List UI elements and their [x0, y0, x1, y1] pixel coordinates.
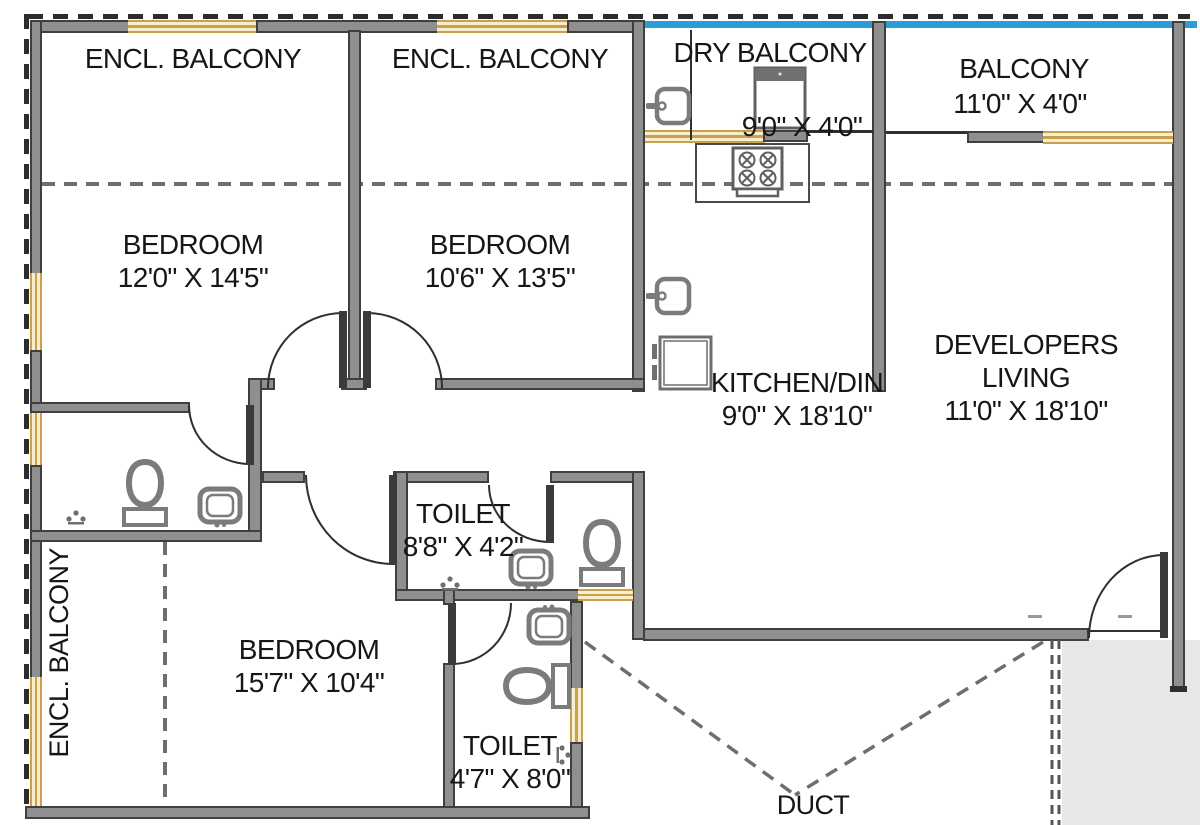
water-heater-icon: [753, 66, 807, 130]
wall-bottom: [25, 806, 590, 819]
room-label-encl-balcony-1: ENCL. BALCONY: [84, 43, 302, 74]
wall-corridor-south-1: [262, 471, 305, 483]
washbasin-icon: [508, 548, 554, 592]
threshold-tick-1: [1028, 615, 1042, 618]
bedroom3-door-leaf: [389, 475, 397, 565]
bathroom-door-arc: [188, 405, 250, 465]
room-dims: 10'6" X 13'5": [424, 262, 576, 294]
main-entry-door-leaf: [1160, 552, 1168, 638]
window-left-sidebalcony: [30, 677, 42, 808]
room-dims: 15'7" X 10'4": [233, 667, 385, 699]
room-dims: 12'0" X 14'5": [117, 262, 269, 294]
window-balcony2-top: [437, 20, 569, 33]
window-balcony1-top: [128, 20, 258, 33]
bedroom2-door-arc: [367, 312, 443, 388]
kitchen-counter: [695, 143, 810, 203]
room-label-toilet-1: TOILET 8'8" X 4'2": [403, 497, 524, 563]
window-left-bath: [30, 405, 42, 467]
plot-boundary-top: [28, 14, 1190, 19]
room-name-line2: LIVING: [981, 362, 1071, 394]
wall-right-outer: [1172, 21, 1185, 691]
refrigerator-icon: [650, 334, 714, 392]
toilet-wc-icon: [121, 458, 169, 530]
side-balcony-dashed-line: [163, 542, 167, 806]
room-dims: 9'0" X 18'10": [721, 400, 873, 432]
wall-bedroom-divider: [348, 30, 361, 390]
wall-living-bottom: [643, 628, 1089, 641]
room-dims-dry-balcony: 9'0" X 4'0": [741, 111, 863, 142]
floor-trap-icon: [555, 743, 573, 767]
toilet-wc-icon: [502, 662, 574, 710]
room-name-line1: DEVELOPERS: [934, 329, 1118, 360]
floor-trap-icon: [438, 574, 462, 592]
balcony-enclosure-dashed-line: [42, 182, 1172, 186]
bathroom-door-leaf: [246, 405, 254, 465]
gas-stove-icon: [731, 146, 784, 199]
room-label-dry-balcony: DRY BALCONY: [673, 37, 867, 68]
room-label-encl-balcony-2: ENCL. BALCONY: [391, 43, 609, 74]
room-dims: 11'0" X 18'10": [944, 395, 1108, 427]
bedroom1-door-arc: [267, 312, 343, 388]
plot-boundary-left: [24, 14, 29, 814]
bedroom2-door-leaf: [363, 311, 371, 388]
room-dims: 4'7" X 8'0": [449, 763, 571, 795]
window-toilet2-east: [570, 688, 583, 744]
room-dims-balcony: 11'0" X 4'0": [953, 88, 1087, 119]
wall-drybalcony-stub: [763, 130, 808, 142]
wall-corridor-south-3: [550, 471, 645, 483]
bedroom3-door-arc: [305, 475, 393, 565]
washbasin-icon: [526, 602, 572, 646]
room-label-encl-balcony-side: ENCL. BALCONY: [44, 548, 74, 758]
main-entry-door-arc: [1088, 554, 1164, 638]
wall-corridor-north-3: [435, 378, 645, 390]
toilet2-door-leaf: [448, 603, 456, 665]
toilet1-door-leaf: [546, 485, 554, 543]
room-name: TOILET: [463, 730, 558, 761]
room-name: BEDROOM: [122, 229, 264, 260]
room-name: BEDROOM: [429, 229, 571, 260]
room-dims: 8'8" X 4'2": [402, 531, 524, 563]
washbasin-icon: [197, 486, 243, 530]
room-label-bedroom-3: BEDROOM 15'7" X 10'4": [233, 633, 385, 699]
wall-balcony-stub: [967, 131, 1045, 143]
room-label-living: DEVELOPERS LIVING 11'0" X 18'10": [934, 328, 1118, 427]
kitchen-sink-icon: [646, 276, 692, 316]
window-left-1: [30, 273, 42, 352]
window-drybalcony-sill: [645, 130, 765, 143]
kitchen-sink-icon: [646, 86, 692, 126]
room-label-balcony: BALCONY: [959, 53, 1089, 84]
wall-toilet2-east-2: [570, 742, 583, 808]
water-supply-line: [645, 21, 1197, 28]
wall-left-2: [30, 350, 42, 407]
wall-right-end-cap: [1170, 686, 1187, 692]
room-name: TOILET: [416, 498, 511, 529]
window-balcony-sill: [1043, 131, 1173, 144]
room-label-bedroom-2: BEDROOM 10'6" X 13'5": [424, 228, 576, 294]
toilet2-door-arc: [452, 603, 512, 665]
room-label-kitchen: KITCHEN/DIN 9'0" X 18'10": [710, 366, 884, 432]
wall-kitchen-living-divider: [872, 21, 886, 392]
rail-balcony: [886, 131, 969, 134]
bedroom1-door-leaf: [339, 311, 347, 388]
wall-bedroom2-kitchen: [632, 20, 645, 392]
wall-kitchen-west-lower: [632, 471, 645, 640]
toilet-wc-icon: [578, 518, 626, 590]
wall-left-3: [30, 465, 42, 679]
rail-drybalcony: [806, 130, 874, 133]
room-name: KITCHEN/DIN: [710, 367, 884, 398]
floor-trap-icon: [64, 508, 88, 526]
room-label-bedroom-1: BEDROOM 12'0" X 14'5": [117, 228, 269, 294]
room-label-duct: DUCT: [776, 790, 850, 820]
window-toilet1-duct: [578, 589, 633, 601]
wall-left-1: [30, 20, 42, 275]
drybalcony-partition-line: [690, 30, 692, 140]
room-name: BEDROOM: [238, 634, 380, 665]
room-label-toilet-2: TOILET 4'7" X 8'0": [450, 729, 571, 795]
wall-top-1: [30, 20, 130, 33]
wall-bath-bottom: [30, 530, 262, 542]
wall-bath-top: [30, 402, 190, 413]
